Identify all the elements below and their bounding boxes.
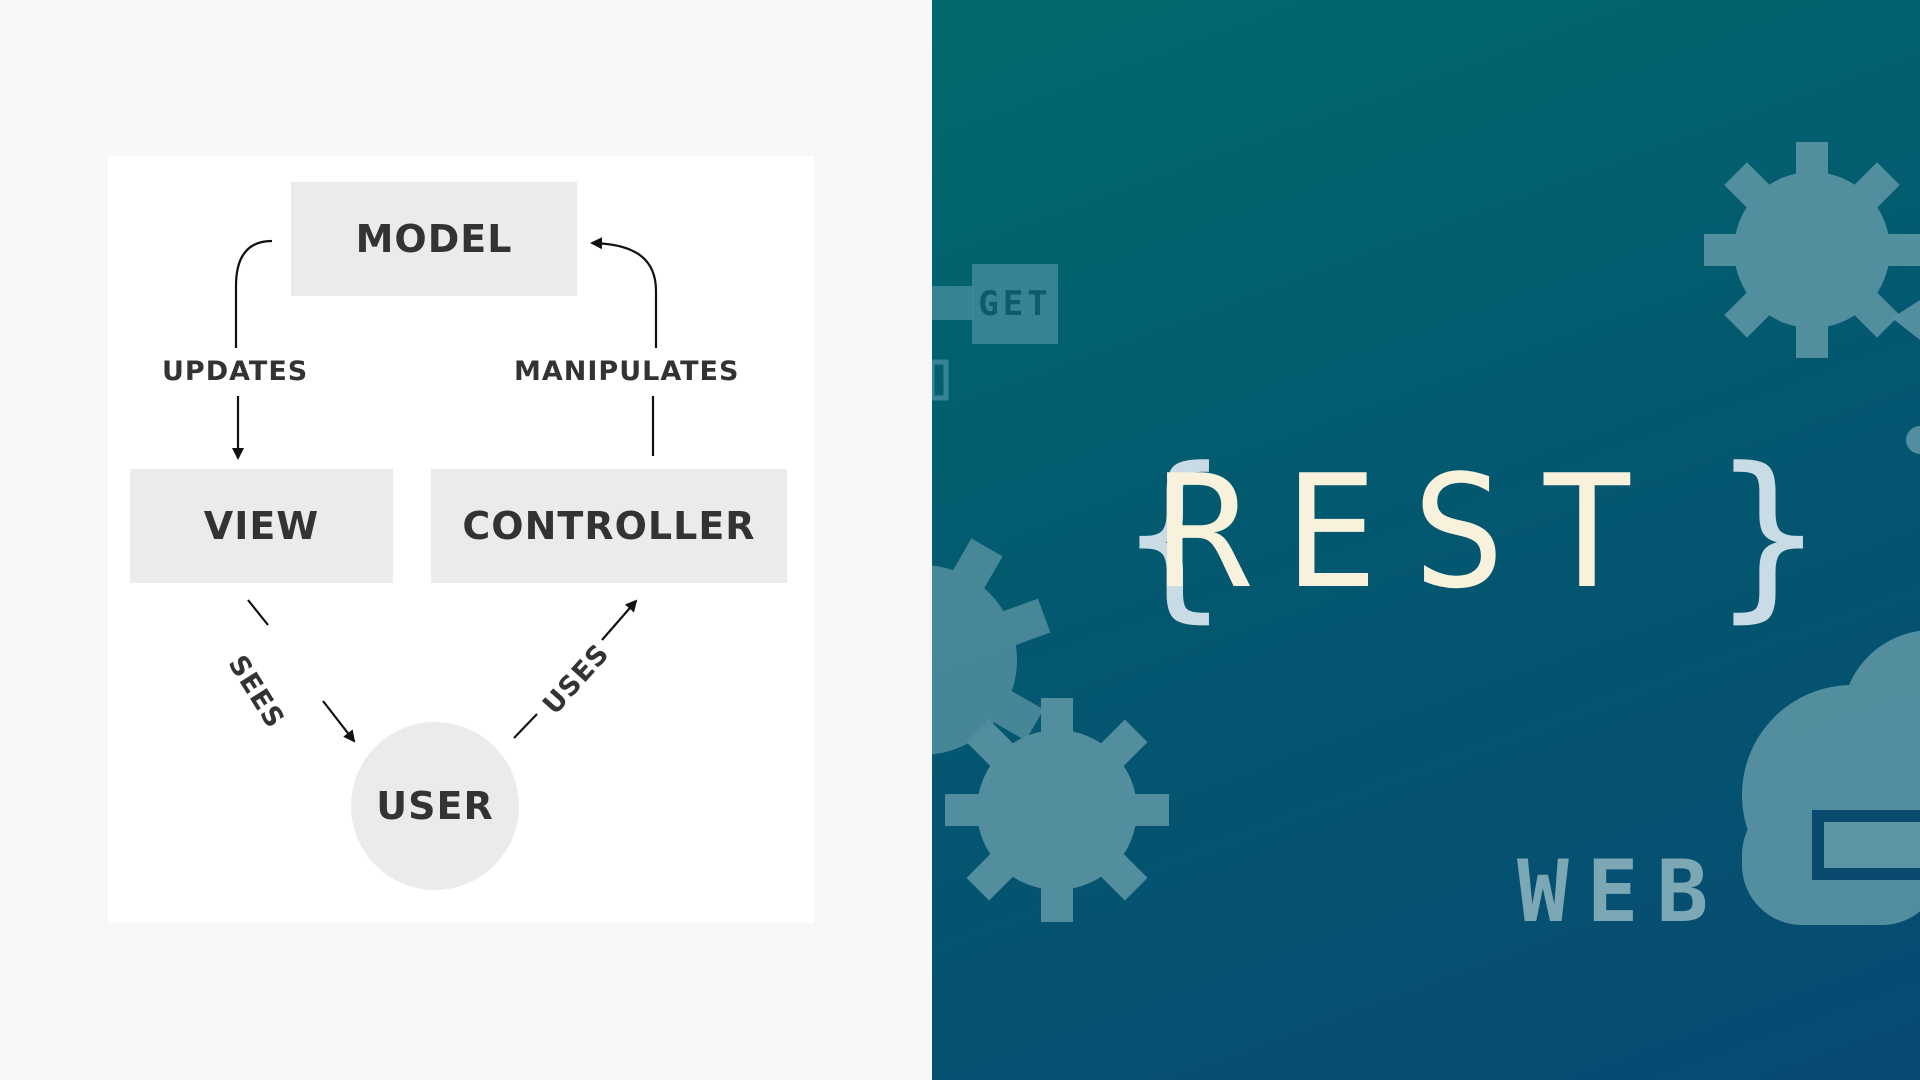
- connector-end: [932, 359, 949, 401]
- gear-icon: [945, 698, 1169, 922]
- connector-line: [1892, 300, 1920, 340]
- connector-line: [932, 286, 974, 320]
- mvc-panel: MODEL VIEW CONTROLLER USER UPDATES MANIP…: [0, 0, 932, 1080]
- open-brace: {: [1120, 430, 1229, 639]
- model-node: MODEL: [291, 182, 577, 296]
- view-node: VIEW: [130, 469, 393, 583]
- arrow-user-to-controller-lower: [513, 713, 538, 739]
- arrow-controller-to-model-upper: [590, 237, 658, 348]
- arrow-view-to-user-upper: [247, 599, 269, 626]
- arrow-model-to-view-upper: [234, 239, 273, 348]
- close-brace: }: [1714, 430, 1823, 639]
- plug-icon: [1824, 822, 1920, 868]
- web-label: WEB: [1517, 842, 1727, 942]
- gear-icon: [932, 538, 1051, 755]
- banner-decoration: [932, 142, 1920, 925]
- controller-node: CONTROLLER: [431, 469, 787, 583]
- arrow-view-to-user-lower: [322, 700, 356, 743]
- user-node: USER: [351, 722, 519, 890]
- diagram-arrows: [232, 237, 658, 743]
- manipulates-label: MANIPULATES: [514, 356, 740, 387]
- arrow-user-to-controller-upper: [601, 599, 638, 641]
- get-tag: GET: [972, 264, 1058, 344]
- updates-label: UPDATES: [162, 356, 309, 387]
- mvc-diagram: MODEL VIEW CONTROLLER USER UPDATES MANIP…: [108, 156, 814, 923]
- decor-dot: [1906, 426, 1920, 454]
- gear-icon: [1704, 142, 1920, 358]
- rest-title: REST: [1156, 441, 1668, 623]
- rest-banner: GET { REST } WEB: [932, 0, 1920, 1080]
- cloud-icon: [1742, 630, 1920, 925]
